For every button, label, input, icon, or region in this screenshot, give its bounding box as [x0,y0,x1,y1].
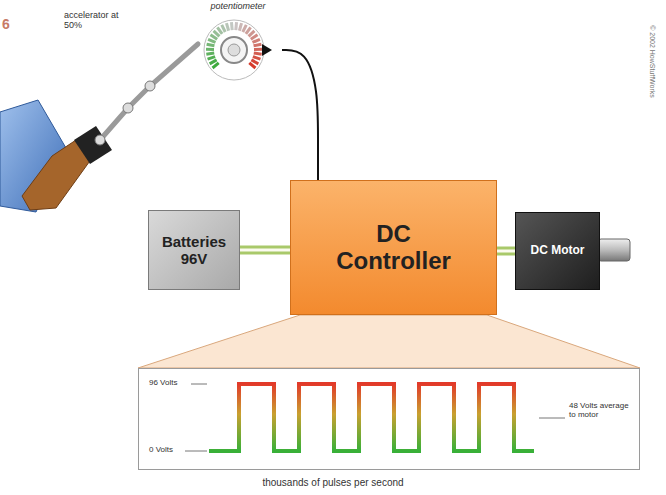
node-text: 0 Volts [149,445,173,454]
dial-tick [206,48,214,51]
potentiometer: potentiometer [190,0,286,82]
node-text: 48 Volts average to motor [569,401,631,419]
dial-tick [239,23,241,31]
dial-tick [207,44,215,46]
node-text: potentiometer [190,1,286,11]
waveform [139,369,639,469]
watermark-fragment: 6 [2,16,16,32]
dial-tick [234,22,238,30]
motor-box: DC Motor [515,212,600,290]
dial-tick [208,57,216,60]
linkage-joint [145,81,155,91]
dial-knob [221,37,247,63]
dial-hub [228,44,240,56]
dial-tick [208,39,215,42]
accelerator-note: accelerator at 50% [64,10,128,31]
dial-tick [246,27,251,33]
linkage-joint [123,103,133,113]
dial-tick [252,39,259,42]
node-text: DC Controller [324,221,464,274]
potentiometer-dial [190,0,286,82]
dial-tick [251,60,258,64]
copyright-watermark: © 2002 HowStuffWorks [649,2,656,122]
caption-note: thousands of pulses per second [0,477,666,488]
dial-tick [217,27,222,33]
dial-tick [254,48,262,51]
leader-line [539,418,565,419]
node-text: DC Motor [530,244,586,258]
zoom-fan [138,315,640,368]
linkage-joint [95,135,105,145]
waveform-inset: 96 Volts 0 Volts 48 Volts average to motor [138,368,640,470]
dial-tick [210,60,217,64]
controller-box: DC Controller [290,180,497,315]
leader-line [185,451,207,452]
pulse-train [209,384,534,451]
power-cable [497,247,515,256]
dial-tick [254,44,262,46]
dial-tick [213,63,219,68]
dial-tick [251,35,258,39]
power-cable [240,246,290,255]
dial-tick [214,31,220,36]
node-text: 96 Volts [149,378,177,387]
leader-line [191,384,207,385]
dial-tick [249,63,255,68]
signal-wire [282,50,318,180]
power-cable-core [240,249,290,252]
dial-tick [222,25,226,32]
dial-tick [243,25,247,32]
wire-terminal [262,44,272,56]
pedal-linkage [100,44,198,140]
dial-tick [254,53,262,54]
dial-tick [230,22,234,30]
node-text: Batteries 96V [156,233,232,268]
battery-box: Batteries 96V [148,210,240,290]
dial-face [204,20,264,80]
dial-tick [206,53,214,54]
dial-tick [249,31,255,36]
dial-tick [226,23,228,31]
power-cable-core [497,250,515,253]
motor-shaft [598,239,630,261]
dial-tick [253,57,261,60]
dial-tick [210,35,217,39]
